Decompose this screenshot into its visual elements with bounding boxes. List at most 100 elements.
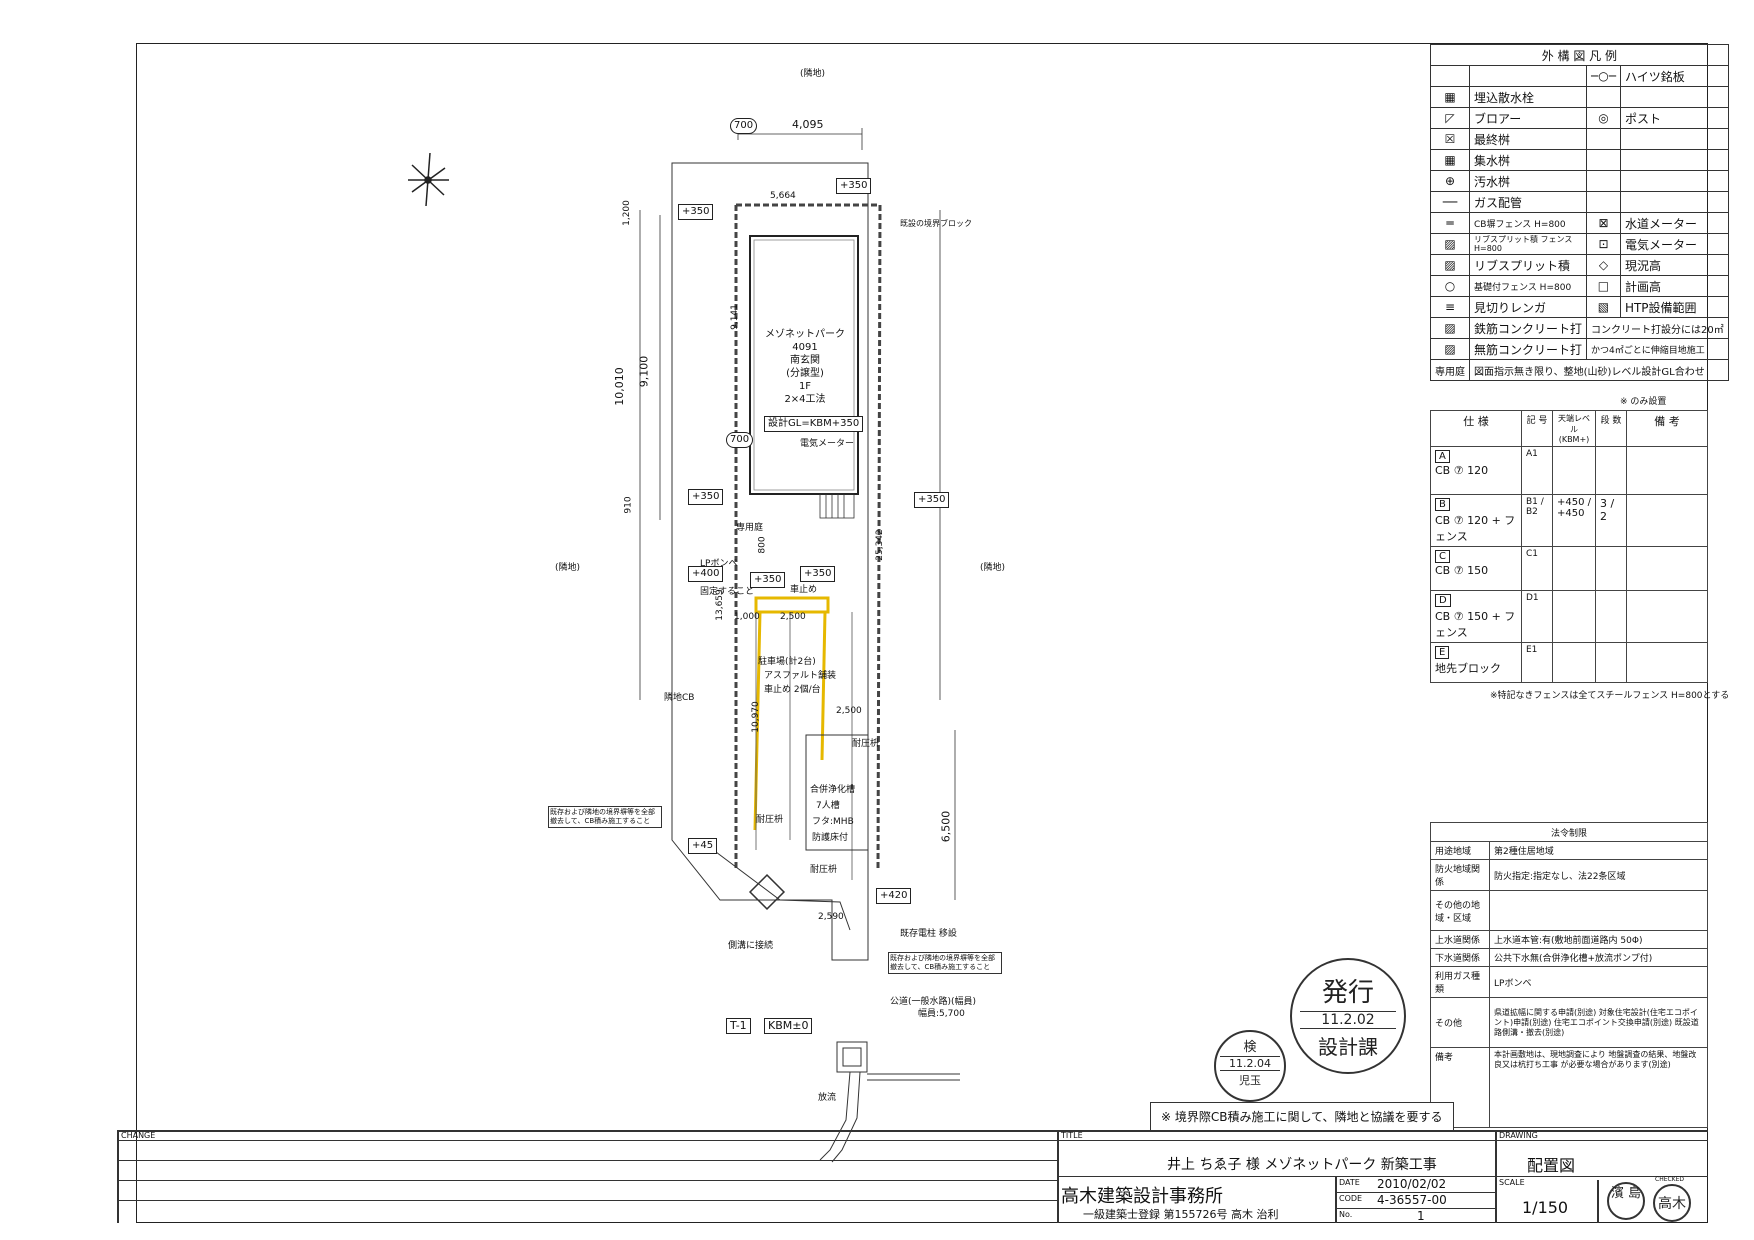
legend-label: 基礎付フェンス H=800: [1468, 275, 1588, 297]
dim-2590: 2,590: [818, 912, 844, 922]
legend-label: 現況高: [1619, 254, 1729, 276]
dim-top-width: 4,095: [792, 118, 824, 131]
blower-icon: ◸: [1430, 107, 1470, 129]
neighbor-east: (隣地): [980, 563, 1006, 573]
seal-checked-label: CHECKED: [1655, 1176, 1685, 1183]
drawing-label: DRAWING: [1499, 1131, 1538, 1140]
neighbor-west: (隣地): [555, 563, 581, 573]
zoning-key: 防火地域関係: [1430, 859, 1490, 891]
legend-label: 汚水桝: [1468, 170, 1588, 192]
building-outline: [749, 235, 859, 495]
legend-row: ⊕汚水桝: [1430, 170, 1729, 192]
no-label: No.: [1339, 1210, 1353, 1219]
septic-line1: 合併浄化槽: [810, 785, 856, 795]
level-tag: +350: [800, 566, 836, 582]
building-number: 4091: [792, 342, 818, 353]
zoning-value: [1489, 890, 1708, 931]
spec-level: +450 / +450: [1552, 494, 1596, 547]
spec-header: 天端レベル (KBM+): [1552, 410, 1596, 447]
zoning-value: LPボンベ: [1489, 966, 1708, 998]
legend-row: ○基礎付フェンス H=800□計画高: [1430, 275, 1729, 297]
road-connect-label: 側溝に接続: [728, 941, 774, 951]
rc-concrete-icon: ▨: [1430, 317, 1470, 339]
legend-row: ◸ブロアー◎ポスト: [1430, 107, 1729, 129]
stairs: [819, 493, 855, 519]
neighbor-top: (隣地): [800, 69, 826, 79]
drawing-frame: [136, 43, 1708, 1223]
dim-right-25342: 25,342: [874, 529, 885, 561]
planned-level-icon: □: [1586, 275, 1621, 297]
zoning-table: 法令制限 用途地域第2種住居地域 防火地域関係防火指定:指定なし、法22条区域 …: [1430, 822, 1708, 1128]
legend-symbol: [1586, 86, 1621, 108]
exist-boundary-label: 既設の境界ブロック: [900, 219, 972, 228]
spec-symbol: E1: [1521, 642, 1553, 683]
zoning-value: 県道拡幅に関する申請(別途) 対象住宅設計(住宅エコポイント)申請(別途) 住宅…: [1489, 997, 1708, 1048]
dim-left-910: 910: [623, 496, 634, 514]
plain-concrete-icon: ▨: [1430, 338, 1470, 360]
zoning-value: 公共下水無(合併浄化槽+放流ポンプ付): [1489, 948, 1708, 967]
dim-2500-b: 2,500: [836, 706, 862, 716]
sewage-box-icon: ⊕: [1430, 170, 1470, 192]
legend-row: ─○─ ハイツ銘板: [1430, 65, 1729, 87]
building-line5: 1F: [798, 381, 812, 392]
wheel-stop-top-label: 車止め: [790, 585, 818, 595]
zoning-value: 上水道本管:有(敷地前面道路内 50Φ): [1489, 930, 1708, 949]
rib-fence-icon: ▨: [1430, 233, 1470, 255]
legend-label: [1619, 149, 1729, 171]
level-tag: +400: [688, 566, 724, 582]
legend-label: リブスプリット積: [1468, 254, 1588, 276]
mailbox-icon: ◎: [1586, 107, 1621, 129]
code-label: CODE: [1339, 1194, 1363, 1203]
building-line6: 2×4工法: [784, 394, 826, 405]
no-value: 1: [1417, 1209, 1425, 1223]
wheel-stop-label: 車止め 2個/台: [764, 685, 821, 695]
issue-stamp-dept: 設計課: [1318, 1035, 1378, 1059]
legend-symbol: [1586, 149, 1621, 171]
office-name: 高木建築設計事務所: [1061, 1186, 1223, 1207]
check-stamp-title: 検: [1243, 1040, 1257, 1055]
zoning-key: 下水道関係: [1430, 948, 1490, 967]
legend-label: 電気メーター: [1619, 233, 1729, 255]
dim-top-offset: 700: [730, 118, 758, 134]
dim-left-10010: 10,010: [612, 367, 626, 406]
level-tag: +350: [750, 572, 786, 588]
legend-label: HTP設備範囲: [1619, 296, 1729, 318]
septic-line4: 防護床付: [812, 833, 849, 843]
spec-symbol: B1 / B2: [1521, 494, 1553, 547]
spec-note-top: ※ のみ設置: [1620, 397, 1667, 407]
legend-label: 図面指示無き限り、整地(山砂)レベル設計GL合わせ: [1469, 359, 1729, 381]
t1-label: T-1: [726, 1018, 751, 1034]
spec-level: [1552, 642, 1596, 683]
drawing-name: 配置図: [1527, 1156, 1576, 1175]
legend-row: ▨鉄筋コンクリート打コンクリート打設分には20㎡: [1430, 317, 1729, 339]
spec-header: 段 数: [1595, 410, 1627, 447]
seal-takagi: 高木: [1653, 1184, 1691, 1222]
spec-steps: [1595, 642, 1627, 683]
electric-meter-label: 電気メーター: [800, 439, 855, 449]
neighbor-cb-label: 隣地CB: [664, 693, 695, 703]
road-label: 公道(一般水路)(幅員): [890, 997, 977, 1007]
spec-level: [1552, 590, 1596, 643]
current-level-icon: ◇: [1586, 254, 1621, 276]
north-arrow-icon: [408, 152, 449, 207]
electric-meter-icon: ⊡: [1586, 233, 1621, 255]
legend-label: 計画高: [1619, 275, 1729, 297]
level-tag: +350: [914, 492, 950, 508]
septic-line3: フタ:MHB: [812, 817, 854, 827]
office-registration: 一級建築士登録 第155726号 高木 治利: [1083, 1208, 1279, 1221]
dim-left-9100: 9,100: [637, 355, 651, 388]
date-value: 2010/02/02: [1377, 1177, 1447, 1191]
scale-label: SCALE: [1499, 1178, 1525, 1187]
dim-800: 800: [757, 536, 768, 554]
legend-label: リブスプリット積 フェンス H=800: [1468, 233, 1588, 255]
legend-row: 専用庭図面指示無き限り、整地(山砂)レベル設計GL合わせ: [1430, 359, 1729, 381]
dim-2500-a: 2,500: [780, 612, 806, 622]
gas-pipe-icon: ──: [1430, 191, 1470, 213]
issue-stamp: 発行 11.2.02 設計課: [1290, 958, 1406, 1074]
legend-label: 集水桝: [1468, 149, 1588, 171]
legend-symbol: [1586, 170, 1621, 192]
